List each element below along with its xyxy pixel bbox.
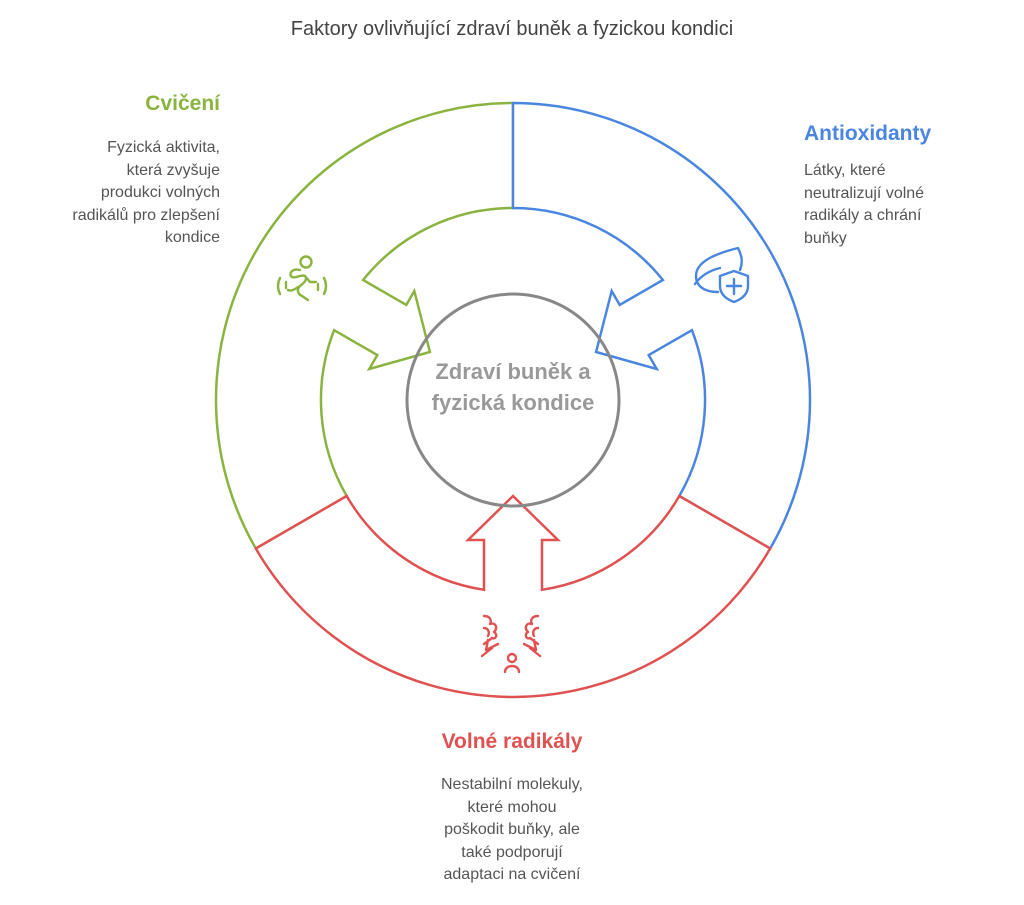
person-explosion-icon <box>480 614 542 674</box>
diagram-title: Faktory ovlivňující zdraví buněk a fyzic… <box>290 18 734 40</box>
desc-line: adaptaci na cvičení <box>443 866 581 883</box>
desc-line: Nestabilní molekuly, <box>441 776 583 793</box>
segment-antioxidants <box>511 101 812 551</box>
antioxidants-heading: Antioxidanty <box>804 122 932 145</box>
leaf-shield-icon <box>693 246 750 304</box>
radicals-description: Nestabilní molekuly, které mohou poškodi… <box>312 774 712 887</box>
desc-line: která zvyšuje <box>126 161 220 179</box>
exercise-description: Fyzická aktivita, která zvyšuje produkci… <box>72 137 220 250</box>
desc-line: Fyzická aktivita, <box>107 139 220 156</box>
desc-line: poškodit buňky, ale <box>444 821 580 838</box>
segment-radicals <box>254 494 772 699</box>
desc-line: také podporují <box>461 843 563 861</box>
desc-line: radikály a chrání <box>804 207 922 224</box>
radicals-heading: Volné radikály <box>441 730 583 753</box>
desc-line: které mohou <box>467 798 557 816</box>
running-person-icon <box>276 255 328 302</box>
antioxidants-description: Látky, které neutralizují volné radikály… <box>804 160 924 250</box>
desc-line: buňky <box>804 229 847 247</box>
desc-line: produkci volných <box>100 184 220 201</box>
desc-line: radikálů pro zlepšení <box>72 206 220 224</box>
center-label: Zdraví buněk a fyzická kondice <box>431 359 595 415</box>
segment-exercise <box>214 101 515 551</box>
desc-line: Látky, které <box>804 162 886 179</box>
desc-line: kondice <box>164 229 220 246</box>
desc-line: neutralizují volné <box>804 184 925 202</box>
center-circle <box>405 292 621 508</box>
exercise-heading: Cvičení <box>145 92 220 115</box>
